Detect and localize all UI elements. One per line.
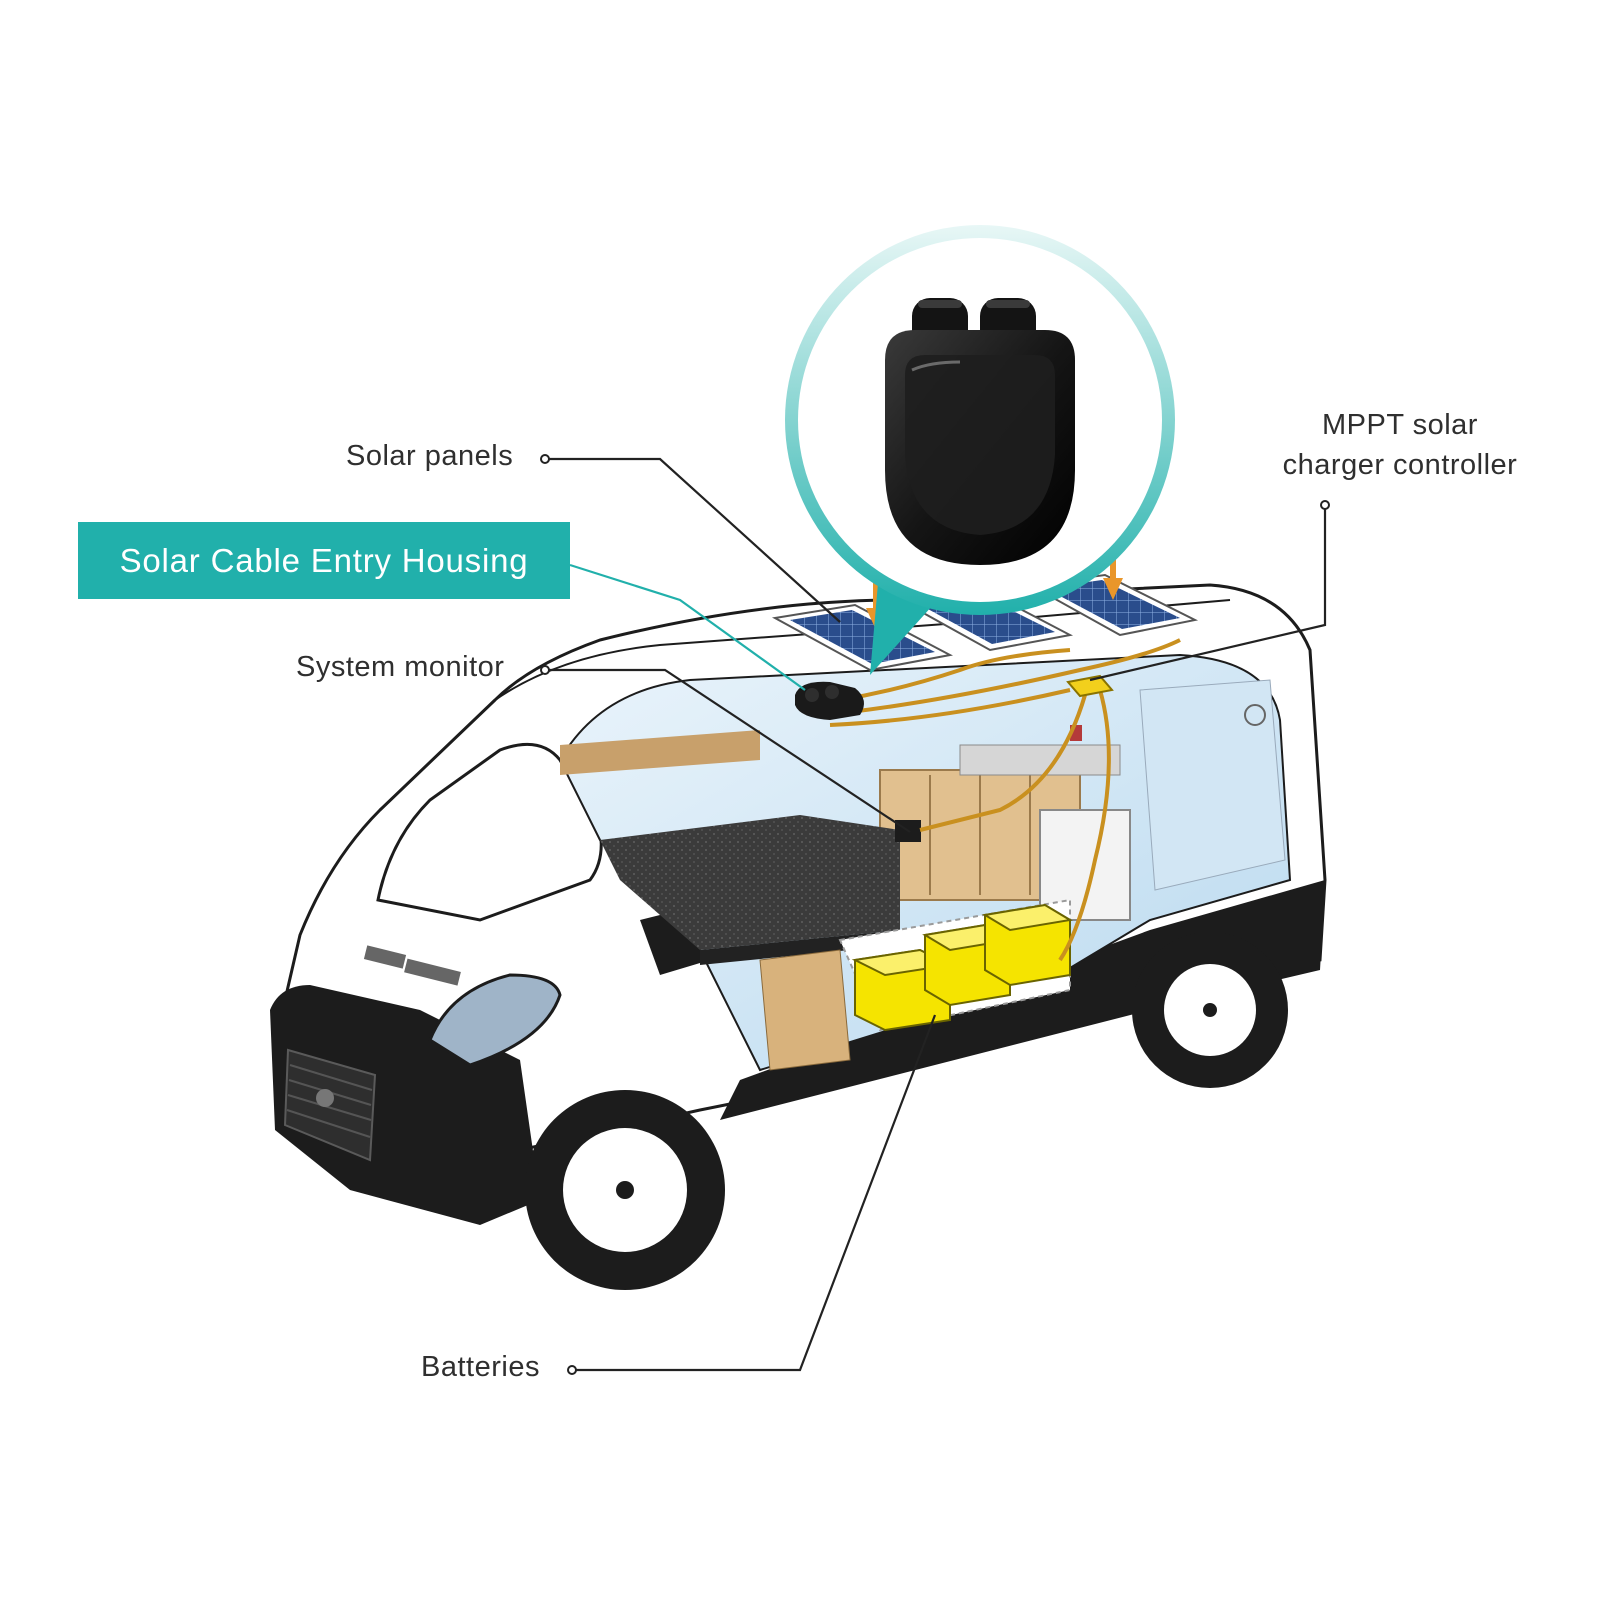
leader-mppt (1089, 505, 1327, 682)
battery-bank (838, 898, 1073, 1032)
leader-solar-panels (545, 457, 841, 623)
label-system-monitor: System monitor (296, 651, 505, 683)
label-mppt-controller: MPPT solar charger controller (1255, 405, 1545, 485)
leader-lines (545, 457, 1327, 1372)
label-solar-panels: Solar panels (346, 440, 514, 472)
label-batteries: Batteries (421, 1351, 540, 1383)
leader-system-monitor (545, 668, 911, 833)
leader-batteries (572, 1014, 937, 1372)
leader-teal (569, 563, 806, 691)
label-mppt-line1: MPPT solar (1322, 409, 1478, 441)
leader-dots (540, 454, 1330, 1375)
entry-housing-product (885, 298, 1075, 565)
roof-entry-housing (795, 681, 864, 720)
zoom-circle (785, 225, 1175, 675)
label-mppt-line2: charger controller (1282, 449, 1518, 481)
callout-solar-cable-entry-housing: Solar Cable Entry Housing (78, 522, 570, 599)
cables (829, 638, 1181, 962)
mppt-controller-box (1066, 674, 1114, 698)
